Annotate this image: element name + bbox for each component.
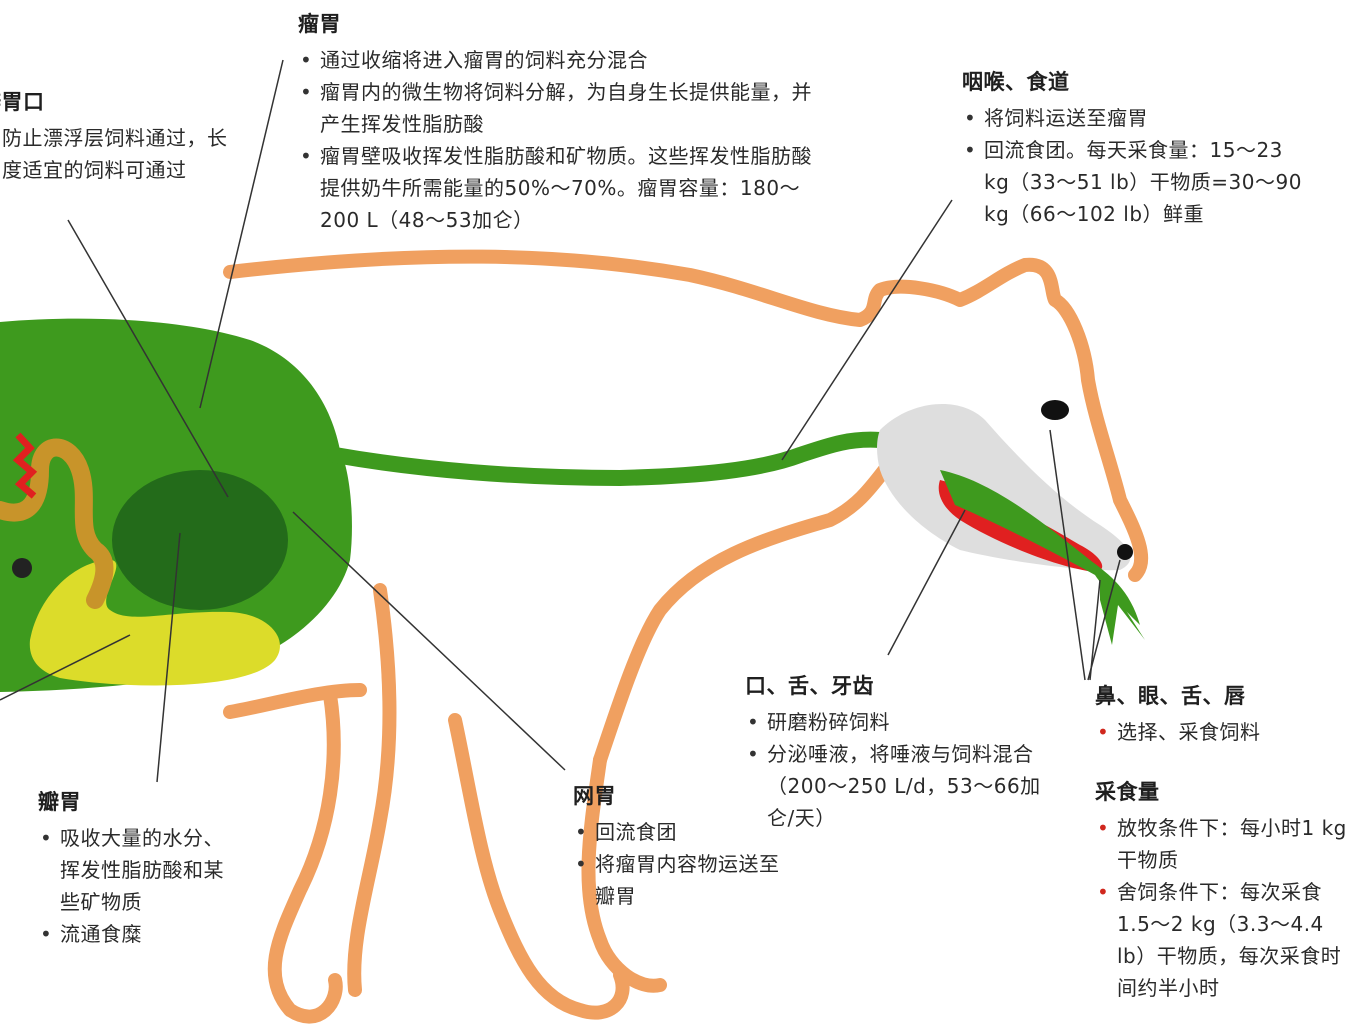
eye-shape bbox=[1041, 400, 1069, 420]
rumen-item: 通过收缩将进入瘤胃的饲料充分混合 bbox=[298, 44, 818, 76]
reticulum-title: 网胃 bbox=[573, 780, 788, 810]
reticulum-block: 网胃 回流食团 将瘤胃内容物运送至瓣胃 bbox=[573, 780, 788, 912]
throat-block: 咽喉、食道 将饲料运送至瘤胃 回流食团。每天采食量：15～23 kg（33～51… bbox=[962, 66, 1312, 230]
intake-title: 采食量 bbox=[1095, 776, 1355, 806]
reticulum-item: 将瘤胃内容物运送至瓣胃 bbox=[573, 848, 788, 912]
omasum-orifice-item: 防止漂浮层饲料通过，长度适宜的饲料可通过 bbox=[0, 122, 230, 186]
omasum-item: 吸收大量的水分、挥发性脂肪酸和某些矿物质 bbox=[38, 822, 233, 918]
throat-item: 回流食团。每天采食量：15～23 kg（33～51 lb）干物质=30～90 k… bbox=[962, 134, 1312, 230]
rumen-item: 瘤胃壁吸收挥发性脂肪酸和矿物质。这些挥发性脂肪酸提供奶牛所需能量的50%～70%… bbox=[298, 140, 818, 236]
rumen-block: 瘤胃 通过收缩将进入瘤胃的饲料充分混合 瘤胃内的微生物将饲料分解，为自身生长提供… bbox=[298, 8, 818, 236]
head-shape bbox=[877, 404, 1130, 570]
omasum-item: 流通食糜 bbox=[38, 918, 233, 950]
reticulum-item: 回流食团 bbox=[573, 816, 788, 848]
intake-item: 放牧条件下：每小时1 kg干物质 bbox=[1095, 812, 1355, 876]
rumen-item: 瘤胃内的微生物将饲料分解，为自身生长提供能量，并产生挥发性脂肪酸 bbox=[298, 76, 818, 140]
dot-shape bbox=[12, 558, 32, 578]
omasum-block: 瓣胃 吸收大量的水分、挥发性脂肪酸和某些矿物质 流通食糜 bbox=[38, 786, 233, 950]
nose-title: 鼻、眼、舌、唇 bbox=[1095, 680, 1350, 710]
intake-block: 采食量 放牧条件下：每小时1 kg干物质 舍饲条件下：每次采食1.5～2 kg（… bbox=[1095, 776, 1355, 1004]
intake-item: 舍饲条件下：每次采食1.5～2 kg（3.3～4.4 lb）干物质，每次采食时间… bbox=[1095, 876, 1355, 1004]
omasum-orifice-block: 瓣胃口 防止漂浮层饲料通过，长度适宜的饲料可通过 bbox=[0, 86, 230, 186]
omasum-orifice-title: 瓣胃口 bbox=[0, 86, 230, 116]
mouth-title: 口、舌、牙齿 bbox=[745, 670, 1055, 700]
omasum-title: 瓣胃 bbox=[38, 786, 233, 816]
mouth-item: 分泌唾液，将唾液与饲料混合（200～250 L/d，53～66加仑/天） bbox=[745, 738, 1055, 834]
nostril-shape bbox=[1117, 544, 1133, 560]
esophagus-shape bbox=[335, 440, 880, 478]
reticulum-shape bbox=[112, 470, 288, 610]
rumen-title: 瘤胃 bbox=[298, 8, 818, 38]
throat-title: 咽喉、食道 bbox=[962, 66, 1312, 96]
mouth-item: 研磨粉碎饲料 bbox=[745, 706, 1055, 738]
throat-item: 将饲料运送至瘤胃 bbox=[962, 102, 1312, 134]
nose-item: 选择、采食饲料 bbox=[1095, 716, 1350, 748]
nose-block: 鼻、眼、舌、唇 选择、采食饲料 bbox=[1095, 680, 1350, 748]
mouth-block: 口、舌、牙齿 研磨粉碎饲料 分泌唾液，将唾液与饲料混合（200～250 L/d，… bbox=[745, 670, 1055, 834]
